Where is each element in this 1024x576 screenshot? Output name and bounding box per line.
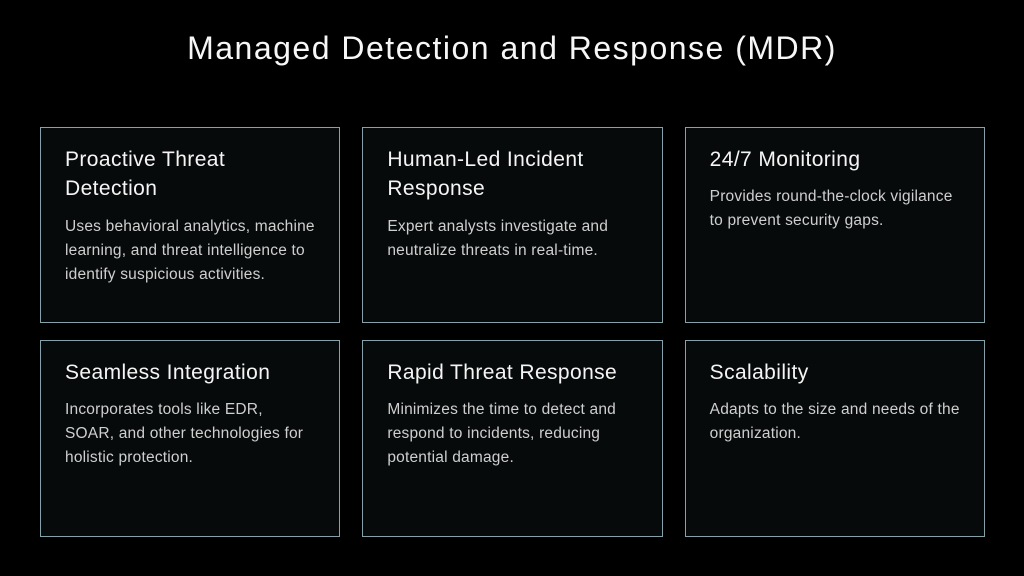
card-body-text: Provides round-the-clock vigilance to pr… [709,188,953,230]
card-body-text: Uses behavioral analytics, machine learn… [65,217,315,283]
card-grid: Proactive Threat Detection Uses behavior… [40,127,985,538]
card-human-led-incident-response: Human-Led Incident Response Expert analy… [362,127,663,323]
card-rapid-threat-response: Rapid Threat Response Minimizes the time… [362,340,663,537]
card-title: Human-Led Incident Response [387,148,584,201]
card-title: Proactive Threat Detection [65,148,226,201]
card-body-text: Minimizes the time to detect and respond… [387,401,616,467]
card-title: Rapid Threat Response [387,361,618,384]
card-proactive-threat-detection: Proactive Threat Detection Uses behavior… [40,127,341,323]
card-body-text: Adapts to the size and needs of the orga… [709,401,960,443]
card-title: 24/7 Monitoring [709,148,861,171]
page-title: Managed Detection and Response (MDR) [187,30,837,66]
card-24-7-monitoring: 24/7 Monitoring Provides round-the-clock… [684,127,985,323]
card-scalability: Scalability Adapts to the size and needs… [684,340,985,537]
card-body-text: Expert analysts investigate and neutrali… [387,217,609,259]
card-body-text: Incorporates tools like EDR, SOAR, and o… [65,401,304,467]
card-seamless-integration: Seamless Integration Incorporates tools … [40,340,341,537]
card-title: Scalability [709,361,809,384]
card-title: Seamless Integration [65,361,271,384]
